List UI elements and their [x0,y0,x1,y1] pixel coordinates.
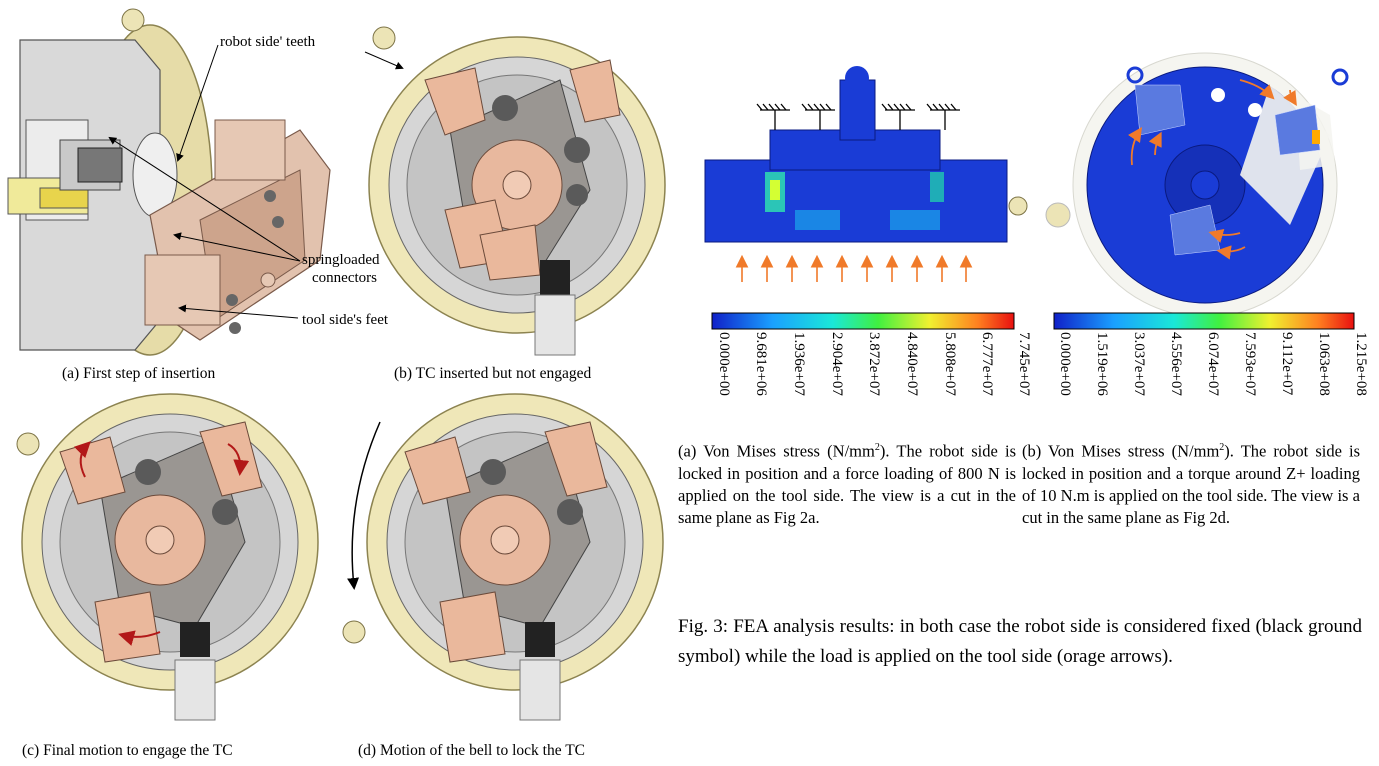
fea-a-caption-sup: 2 [874,442,880,453]
tick-a-6: 5.808e+07 [942,332,958,396]
figure-b-render [364,26,666,356]
fea-b-caption-l1-pre: (b) Von Mises stress (N/mm [1022,441,1220,461]
fea-b-colorbar [1053,312,1355,330]
tick-b-0: 0.000e+00 [1057,332,1073,396]
tick-a-4: 3.872e+07 [866,332,882,396]
figure-caption: Fig. 3: FEA analysis results: in both ca… [678,616,1362,667]
tick-a-5: 4.840e+07 [904,332,920,396]
figure-d-render [342,393,664,721]
callout-robot-teeth: robot side' teeth [220,34,316,50]
fea-b-render [1045,52,1349,318]
figure-c-render [16,393,319,721]
tick-b-8: 1.215e+08 [1353,332,1369,396]
fea-b-caption: (b) Von Mises stress (N/mm2). The robot … [1022,437,1360,529]
fea-a-colorbar [711,312,1015,330]
caption-a: (a) First step of insertion [62,365,216,382]
fea-b-caption-rest: The robot side is locked in position and… [1022,441,1360,527]
tick-b-2: 3.037e+07 [1131,332,1147,396]
callout-springloaded: springloaded [302,252,380,268]
fea-a-caption-l1-pre: (a) Von Mises stress (N/mm [678,441,875,461]
caption-c: (c) Final motion to engage the TC [22,742,233,759]
callout-connectors: connectors [312,270,377,286]
tick-b-7: 1.063e+08 [1316,332,1332,396]
fea-a-caption-l1-post: ). [879,441,890,461]
caption-d: (d) Motion of the bell to lock the TC [358,742,586,759]
callout-tool-feet: tool side's feet [302,312,389,328]
fea-a-caption: (a) Von Mises stress (N/mm2). The robot … [678,437,1016,529]
tick-b-1: 1.519e+06 [1094,332,1110,396]
fea-b-caption-sup: 2 [1219,442,1225,453]
fea-b-caption-l1-post: ). [1224,441,1234,461]
fea-a-render [704,66,1028,282]
tick-a-1: 9.681e+06 [753,332,769,396]
tick-a-2: 1.936e+07 [791,332,807,396]
tick-b-5: 7.593e+07 [1242,332,1258,396]
tick-a-3: 2.904e+07 [829,332,845,396]
tick-b-4: 6.074e+07 [1205,332,1221,396]
caption-b: (b) TC inserted but not engaged [394,365,592,382]
tick-a-0: 0.000e+00 [716,332,732,396]
tick-b-3: 4.556e+07 [1168,332,1184,396]
fea-a-caption-rest: The robot side is locked in position and… [678,441,1016,527]
tick-b-6: 9.112e+07 [1279,332,1295,396]
tick-a-7: 6.777e+07 [979,332,995,396]
tick-a-8: 7.745e+07 [1016,332,1032,396]
figure-a-render [7,8,331,356]
